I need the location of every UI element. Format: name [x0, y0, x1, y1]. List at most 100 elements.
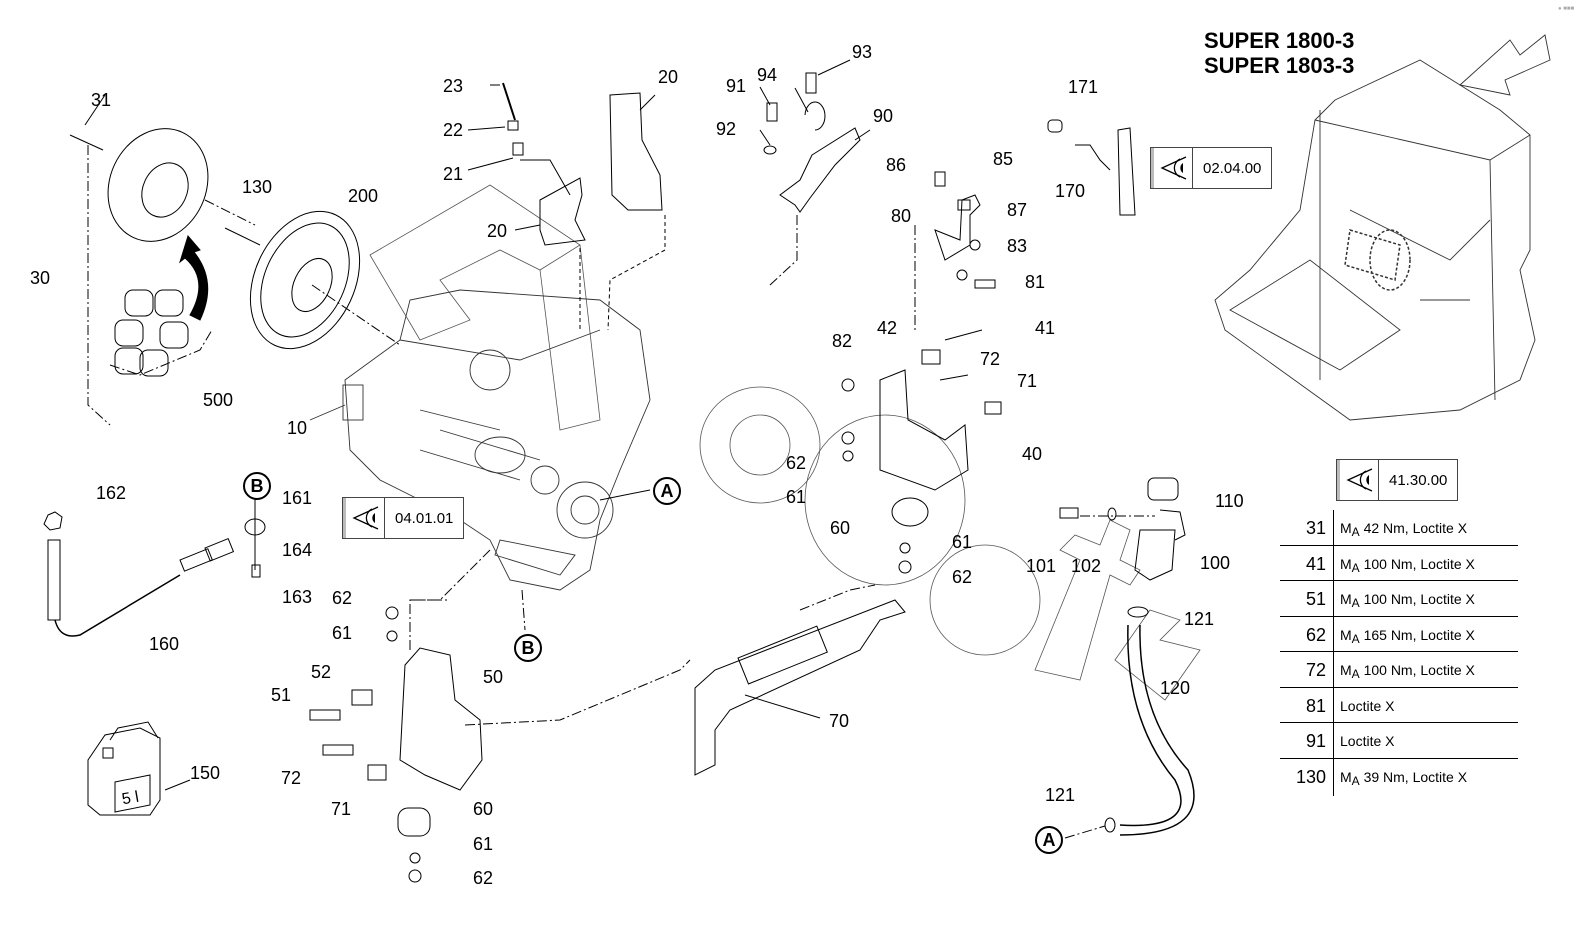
callout-10: 10 — [287, 418, 308, 438]
bracket-40-drawing — [841, 329, 1002, 574]
reference-code: 04.01.01 — [395, 509, 454, 527]
callout-87: 87 — [1007, 200, 1028, 220]
callout-121: 121 — [1184, 609, 1215, 629]
support-70-drawing — [694, 584, 906, 776]
callout-86: 86 — [886, 155, 907, 175]
reference-box-04-01-01[interactable]: 04.01.01 — [342, 497, 465, 539]
spec-row: 91 Loctite X — [1280, 723, 1518, 759]
spec-description: Loctite X — [1340, 733, 1395, 749]
callout-81: 81 — [1025, 272, 1046, 292]
callout-90: 90 — [873, 106, 894, 126]
callout-102: 102 — [1071, 556, 1102, 576]
callout-120: 120 — [1160, 678, 1191, 698]
callout-91: 91 — [726, 76, 747, 96]
callout-60: 60 — [830, 518, 851, 538]
bracket-80-drawing — [914, 171, 996, 330]
spec-description: MA 39 Nm, Loctite X — [1340, 768, 1468, 788]
callout-200: 200 — [348, 186, 379, 206]
eye-view-icon — [1151, 148, 1193, 188]
callout-160: 160 — [149, 634, 180, 654]
callout-72: 72 — [281, 768, 302, 788]
machine-model-title-1: SUPER 1800-3 — [1204, 28, 1355, 53]
callout-20: 20 — [487, 221, 508, 241]
callout-500: 500 — [203, 390, 234, 410]
callout-31: 31 — [91, 90, 112, 110]
bracket-20-drawing — [467, 82, 666, 331]
callout-51: 51 — [271, 685, 292, 705]
connection-marker-b: B — [243, 472, 271, 500]
callout-164: 164 — [282, 540, 313, 560]
sensor-170-drawing — [1047, 119, 1136, 216]
callout-83: 83 — [1007, 236, 1028, 256]
callout-50: 50 — [483, 667, 504, 687]
spec-item-number: 91 — [1305, 731, 1326, 751]
callout-60: 60 — [473, 799, 494, 819]
spec-description: MA 165 Nm, Loctite X — [1340, 626, 1475, 646]
callout-61: 61 — [786, 487, 807, 507]
callout-52: 52 — [311, 662, 332, 682]
sensor-cable-drawing — [43, 495, 266, 637]
callout-23: 23 — [443, 76, 464, 96]
spec-item-number: 130 — [1295, 766, 1326, 787]
callout-101: 101 — [1026, 556, 1057, 576]
callout-94: 94 — [757, 65, 778, 85]
callout-62: 62 — [332, 588, 353, 608]
reservoir-drawing — [1059, 477, 1195, 839]
torque-spec-table: 31 MA 42 Nm, Loctite X 41 MA 100 Nm, Loc… — [1280, 510, 1518, 793]
callout-171: 171 — [1068, 77, 1099, 97]
oil-canister-drawing — [87, 721, 191, 816]
spec-description: MA 42 Nm, Loctite X — [1340, 520, 1468, 539]
spec-item-number: 41 — [1305, 553, 1326, 574]
reference-box-41-30-00[interactable]: 41.30.00 — [1336, 459, 1459, 501]
bracket-50-drawing — [309, 599, 691, 883]
spec-row: 81 Loctite X — [1280, 688, 1518, 723]
callout-130: 130 — [242, 177, 273, 197]
callout-121: 121 — [1045, 785, 1076, 805]
spec-description: MA 100 Nm, Loctite X — [1340, 591, 1475, 610]
callout-62: 62 — [473, 868, 494, 888]
canister-volume-label: 5 l — [120, 788, 141, 809]
reference-code: 41.30.00 — [1389, 471, 1448, 489]
callout-72: 72 — [980, 349, 1001, 369]
callout-22: 22 — [443, 120, 464, 140]
callout-71: 71 — [331, 799, 352, 819]
spec-row: 41 MA 100 Nm, Loctite X — [1280, 546, 1518, 581]
spec-item-number: 51 — [1305, 589, 1326, 609]
eye-view-icon — [1337, 460, 1379, 500]
connection-marker-a: A — [1035, 826, 1063, 854]
callout-110: 110 — [1215, 491, 1244, 511]
callout-62: 62 — [786, 453, 807, 473]
spec-table-divider — [1333, 510, 1334, 796]
spec-item-number: 72 — [1305, 660, 1326, 680]
spec-description: MA 100 Nm, Loctite X — [1340, 555, 1475, 575]
spec-description: Loctite X — [1340, 697, 1395, 714]
flywheel-drawing — [224, 210, 401, 350]
spec-row: 62 MA 165 Nm, Loctite X — [1280, 617, 1518, 652]
connection-marker-b: B — [514, 634, 542, 662]
callout-162: 162 — [96, 483, 127, 503]
callout-42: 42 — [877, 318, 898, 338]
spec-row: 130 MA 39 Nm, Loctite X — [1280, 759, 1518, 794]
callout-30: 30 — [30, 268, 51, 288]
callout-21: 21 — [443, 164, 464, 184]
machine-overview-drawing — [1214, 34, 1551, 421]
callout-70: 70 — [829, 711, 850, 731]
callout-150: 150 — [190, 763, 221, 783]
corner-marker: ● ■■■ — [1558, 6, 1575, 12]
callout-170: 170 — [1055, 181, 1086, 201]
spec-item-number: 62 — [1305, 624, 1326, 645]
rubber-elements — [114, 289, 189, 377]
reference-box-02-04-00[interactable]: 02.04.00 — [1150, 147, 1273, 189]
spec-row: 51 MA 100 Nm, Loctite X — [1280, 581, 1518, 617]
callout-92: 92 — [716, 119, 737, 139]
spec-row: 31 MA 42 Nm, Loctite X — [1280, 510, 1518, 546]
callout-62: 62 — [952, 567, 973, 587]
callout-41: 41 — [1035, 318, 1056, 338]
callout-71: 71 — [1017, 371, 1038, 391]
callout-61: 61 — [332, 623, 353, 643]
reference-code: 02.04.00 — [1203, 159, 1262, 177]
coupling-housing-drawing — [69, 94, 256, 426]
spec-description: MA 100 Nm, Loctite X — [1340, 662, 1475, 681]
